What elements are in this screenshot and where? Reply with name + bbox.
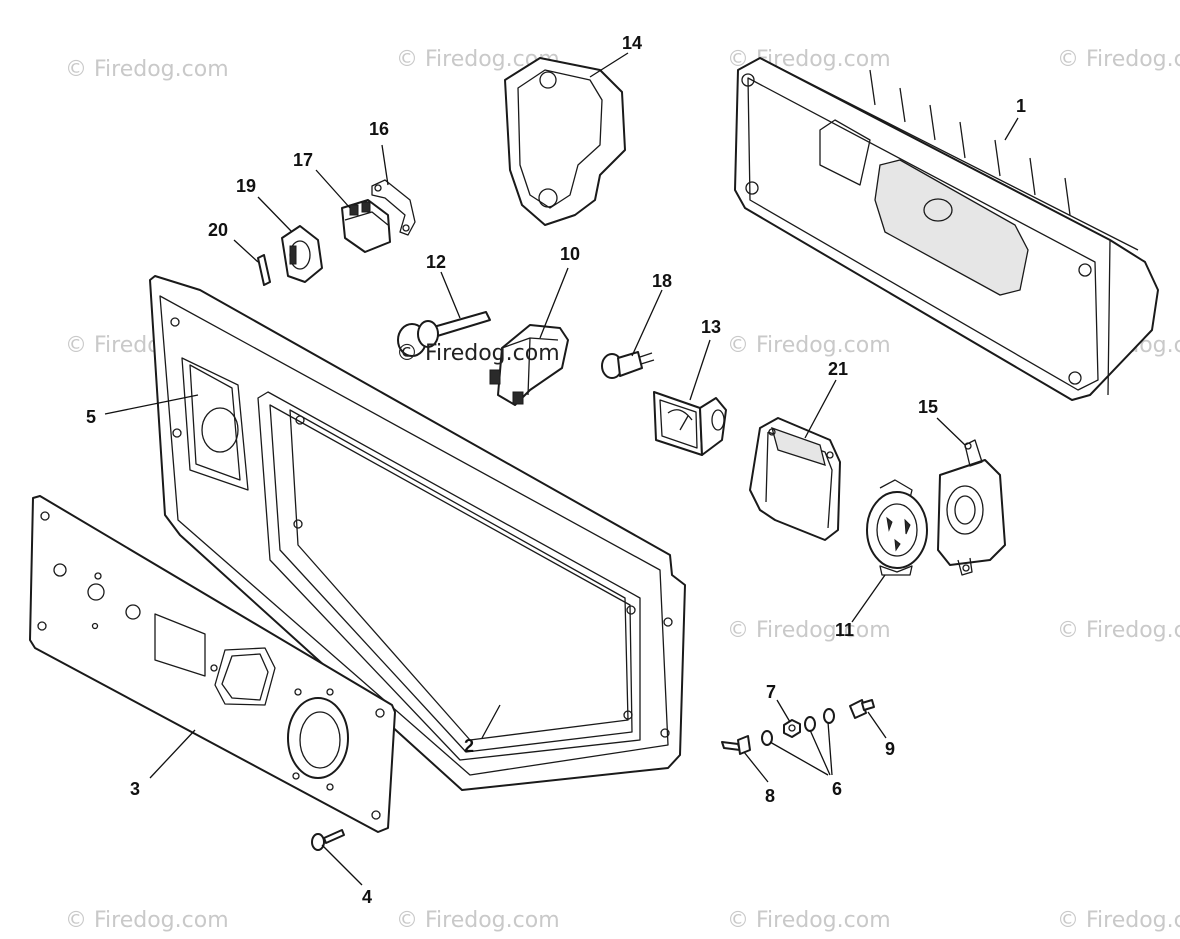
watermark: © Firedog.com xyxy=(727,333,891,358)
callout-13: 13 xyxy=(701,317,721,337)
callout-12: 12 xyxy=(426,252,446,272)
part-13-meter xyxy=(653,391,727,456)
callout-21: 21 xyxy=(828,359,848,379)
leader-13 xyxy=(689,339,711,401)
part-11-twistlock xyxy=(866,479,928,576)
part-19-knob xyxy=(281,225,323,283)
part-16-bracket xyxy=(371,179,416,236)
part-3-faceplate xyxy=(29,495,396,833)
watermark: © Firedog.com xyxy=(727,618,891,643)
leader-lines xyxy=(104,52,1019,886)
watermark: © Firedog.com xyxy=(396,908,560,933)
leader-4 xyxy=(321,844,363,886)
watermark-center: © Firedog.com xyxy=(396,341,560,366)
callout-4: 4 xyxy=(362,887,372,907)
leader-17 xyxy=(315,169,351,209)
leader-20 xyxy=(233,239,259,263)
part-14-cover xyxy=(504,57,626,226)
callout-15: 15 xyxy=(918,397,938,417)
watermark: © Firedog.com xyxy=(1057,908,1180,933)
leader-8 xyxy=(743,751,769,783)
leader-2 xyxy=(481,704,501,739)
leader-6b xyxy=(809,729,831,776)
watermark: © Firedog.com xyxy=(65,908,229,933)
leader-7 xyxy=(776,699,791,723)
part-1-control-box xyxy=(734,57,1159,401)
leader-15 xyxy=(936,417,966,446)
watermark: © Firedog.com xyxy=(1057,618,1180,643)
part-9-bolt xyxy=(849,699,875,719)
leader-18 xyxy=(631,289,663,357)
part-8-wing-screw xyxy=(721,735,751,755)
leader-3 xyxy=(149,729,196,779)
callout-10: 10 xyxy=(560,244,580,264)
leader-1 xyxy=(1004,117,1019,141)
callout-2: 2 xyxy=(464,736,474,756)
callout-1: 1 xyxy=(1016,96,1026,116)
part-7-nut xyxy=(783,719,801,738)
part-15-receptacle xyxy=(937,439,1006,576)
part-2-panel-frame xyxy=(149,275,686,791)
part-4-screw xyxy=(311,829,345,851)
callout-5: 5 xyxy=(86,407,96,427)
callout-20: 20 xyxy=(208,220,228,240)
watermark: © Firedog.com xyxy=(727,908,891,933)
leader-6a xyxy=(769,741,829,776)
callout-18: 18 xyxy=(652,271,672,291)
callout-14: 14 xyxy=(622,33,642,53)
leader-19 xyxy=(257,196,293,233)
leader-14 xyxy=(589,52,629,78)
callouts: 1 2 3 4 5 6 7 8 9 10 11 12 13 14 15 16 1… xyxy=(86,33,1026,907)
leader-5 xyxy=(104,394,199,415)
leader-9 xyxy=(867,711,887,739)
callout-6: 6 xyxy=(832,779,842,799)
callout-11: 11 xyxy=(835,620,854,640)
watermark: © Firedog.com xyxy=(65,57,229,82)
leader-16 xyxy=(381,144,389,186)
leader-6c xyxy=(827,721,833,776)
part-18-lamp xyxy=(601,351,655,379)
callout-3: 3 xyxy=(130,779,140,799)
callout-9: 9 xyxy=(885,739,895,759)
part-17-terminal xyxy=(341,199,391,253)
part-10-switch xyxy=(489,324,569,406)
callout-17: 17 xyxy=(293,150,313,170)
part-20-clip xyxy=(257,254,271,286)
part-21-receptacle-cover xyxy=(749,417,841,541)
leader-10 xyxy=(539,267,569,339)
callout-7: 7 xyxy=(766,682,776,702)
callout-8: 8 xyxy=(765,786,775,806)
watermark: © Firedog.com xyxy=(1057,47,1180,72)
leader-11 xyxy=(851,574,886,623)
callout-16: 16 xyxy=(369,119,389,139)
leader-21 xyxy=(804,379,837,439)
part-12-breaker xyxy=(397,311,491,357)
callout-19: 19 xyxy=(236,176,256,196)
leader-12 xyxy=(440,271,461,319)
